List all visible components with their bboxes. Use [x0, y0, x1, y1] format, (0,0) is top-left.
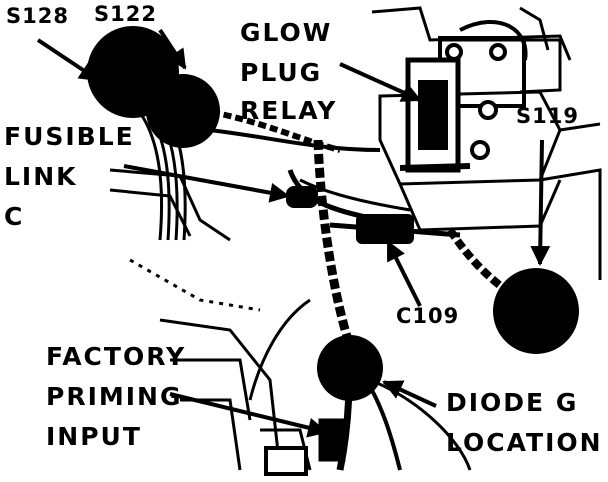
s119-label: S119 — [516, 104, 579, 128]
glow-plug-relay-label-line1: GLOW — [240, 18, 333, 47]
diode-g-label-line2: LOCATION — [446, 428, 603, 457]
glow-plug-relay-label-line2: PLUG — [240, 58, 323, 87]
s122-label: S122 — [94, 2, 157, 26]
c109-connector — [329, 214, 523, 304]
diode-g-location-dot — [317, 335, 383, 401]
diode-g-label-line1: DIODE G — [446, 388, 579, 417]
fusible-link-label-line2: LINK — [4, 162, 78, 191]
glow-plug-relay — [399, 19, 528, 173]
fusible-link-arrow — [123, 164, 290, 203]
s119-splice-dot — [493, 268, 579, 354]
glow-plug-relay-label-line3: RELAY — [240, 96, 338, 125]
fusible-link-label-line1: FUSIBLE — [4, 122, 135, 151]
leader-arrows — [36, 28, 551, 438]
c109-label: C109 — [396, 304, 460, 328]
diode-g-arrow — [382, 380, 437, 408]
factory-priming-area — [129, 258, 346, 476]
factory-priming-arrow — [169, 392, 328, 438]
s128-label: S128 — [6, 4, 69, 28]
s128-arrow — [36, 38, 100, 82]
glow-plug-relay-arrow — [339, 62, 422, 102]
factory-priming-label-line1: FACTORY — [46, 342, 187, 371]
factory-priming-label-line3: INPUT — [46, 422, 142, 451]
factory-priming-label-line2: PRIMING — [46, 382, 183, 411]
fusible-link-label-line3: C — [4, 202, 25, 231]
s122-arrow — [158, 28, 187, 70]
fusible-link-c-segment — [286, 186, 318, 208]
c109-arrow — [386, 240, 422, 307]
s122-splice-dot — [146, 74, 220, 148]
s119-arrow — [530, 139, 551, 266]
